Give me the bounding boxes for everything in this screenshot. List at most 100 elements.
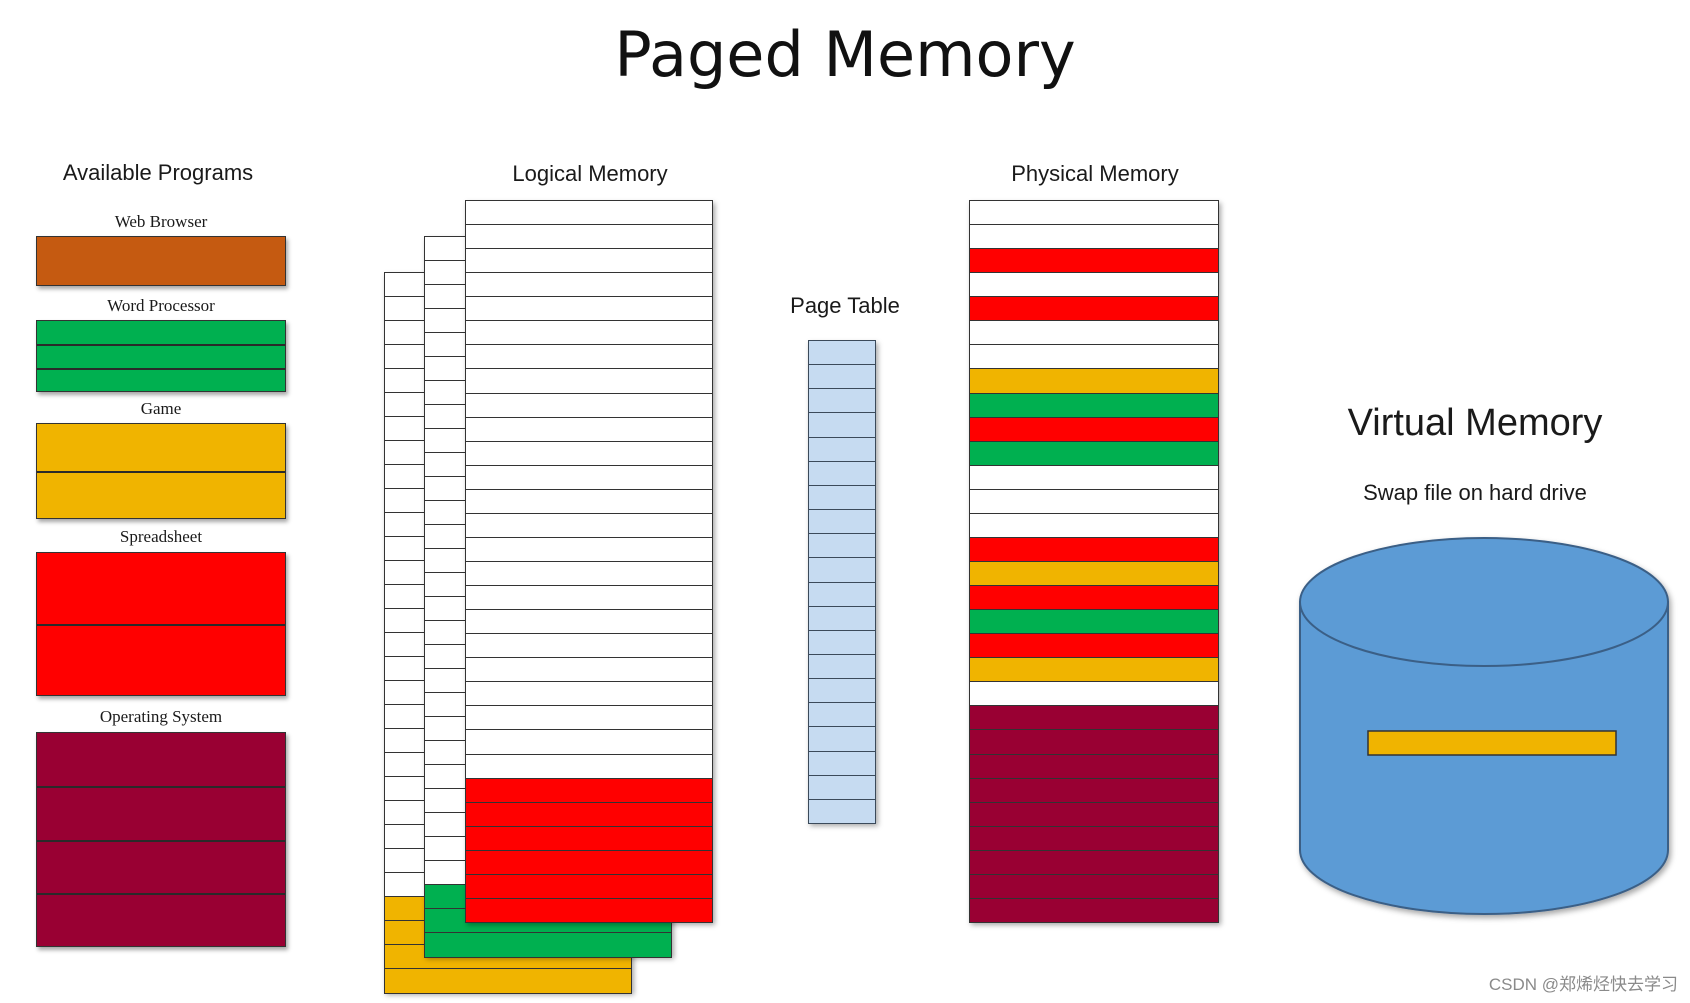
logical-page xyxy=(465,777,713,804)
logical-page xyxy=(465,440,713,467)
page-table-entry xyxy=(808,726,876,753)
logical-page xyxy=(465,633,713,659)
physical-frame xyxy=(969,705,1219,731)
logical-page xyxy=(465,272,713,298)
physical-frame xyxy=(969,585,1219,611)
physical-memory xyxy=(969,200,1219,924)
page-table-entry xyxy=(808,653,876,680)
logical-page xyxy=(465,416,713,443)
page-table-entry xyxy=(808,774,876,801)
logical-page xyxy=(465,705,713,731)
virtual-memory-title: Virtual Memory xyxy=(1347,402,1603,444)
page-table-heading: Page Table xyxy=(790,293,900,318)
physical-frame xyxy=(969,200,1219,226)
page-title: Paged Memory xyxy=(614,18,1076,91)
physical-frame xyxy=(969,320,1219,346)
physical-frame xyxy=(969,897,1219,924)
logical-page xyxy=(384,968,632,994)
logical-page xyxy=(465,536,713,563)
physical-frame xyxy=(969,440,1219,467)
page-table-entry xyxy=(808,484,876,511)
program-label: Spreadsheet xyxy=(119,527,203,546)
physical-frame xyxy=(969,296,1219,322)
program-label: Operating System xyxy=(99,707,223,726)
page-divider xyxy=(37,893,285,896)
logical-page xyxy=(465,224,713,250)
physical-frame xyxy=(969,633,1219,659)
program-block xyxy=(36,732,286,947)
physical-frame xyxy=(969,801,1219,828)
physical-frame xyxy=(969,753,1219,780)
physical-frame xyxy=(969,248,1219,274)
logical-page xyxy=(465,873,713,900)
logical-page xyxy=(465,753,713,780)
physical-frame xyxy=(969,344,1219,370)
logical-page xyxy=(465,657,713,683)
program-label: Web Browser xyxy=(114,212,208,231)
page-table-entry xyxy=(808,388,876,414)
page-table-entry xyxy=(808,340,876,366)
page-table-entry xyxy=(808,581,876,608)
program-block xyxy=(36,236,286,286)
physical-frame xyxy=(969,224,1219,250)
swapped-page xyxy=(1367,730,1617,756)
physical-frame xyxy=(969,272,1219,298)
program-block xyxy=(36,320,286,392)
page-divider xyxy=(37,839,285,842)
physical-frame xyxy=(969,392,1219,419)
page-table-entry xyxy=(808,678,876,704)
page-table-entry xyxy=(808,702,876,728)
logical-page xyxy=(465,488,713,515)
page-divider xyxy=(37,471,285,473)
physical-frame xyxy=(969,368,1219,395)
program-block xyxy=(36,552,286,696)
page-divider xyxy=(37,624,285,626)
physical-frame xyxy=(969,416,1219,443)
physical-frame xyxy=(969,488,1219,515)
logical-page xyxy=(465,464,713,491)
physical-frame xyxy=(969,561,1219,587)
logical-page xyxy=(465,729,713,756)
page-divider xyxy=(37,344,285,346)
logical-page xyxy=(424,932,672,958)
page-divider xyxy=(37,368,285,370)
program-label: Word Processor xyxy=(107,296,215,315)
physical-frame xyxy=(969,464,1219,491)
logical-page xyxy=(465,849,713,876)
logical-page xyxy=(465,801,713,828)
physical-frame xyxy=(969,609,1219,635)
physical-frame xyxy=(969,512,1219,539)
page-table-entry xyxy=(808,605,876,632)
page-divider xyxy=(37,785,285,788)
logical-page xyxy=(465,392,713,419)
physical-frame xyxy=(969,657,1219,683)
logical-page xyxy=(465,344,713,370)
logical-page xyxy=(465,512,713,539)
logical-page xyxy=(465,200,713,226)
page-table-entry xyxy=(808,750,876,777)
logical-page xyxy=(465,561,713,587)
logical-page xyxy=(465,248,713,274)
physical-frame xyxy=(969,873,1219,900)
physical-frame xyxy=(969,681,1219,707)
virtual-memory-subtitle: Swap file on hard drive xyxy=(1363,480,1587,505)
page-table-entry xyxy=(808,460,876,487)
logical-page xyxy=(465,897,713,924)
logical-page xyxy=(465,681,713,707)
physical-frame xyxy=(969,849,1219,876)
program-block xyxy=(36,423,286,519)
physical-frame xyxy=(969,729,1219,756)
page-table-entry xyxy=(808,412,876,439)
physical-frame xyxy=(969,825,1219,852)
physical-memory-heading: Physical Memory xyxy=(1011,161,1179,186)
logical-page xyxy=(465,296,713,322)
logical-page xyxy=(465,368,713,395)
page-table-entry xyxy=(808,436,876,463)
page-table-entry xyxy=(808,364,876,390)
page-table-entry xyxy=(808,629,876,656)
logical-memory-heading: Logical Memory xyxy=(512,161,668,186)
logical-memory-sheet-front xyxy=(465,200,713,924)
logical-page xyxy=(465,609,713,635)
program-label: Game xyxy=(140,399,182,418)
page-table-entry xyxy=(808,533,876,559)
